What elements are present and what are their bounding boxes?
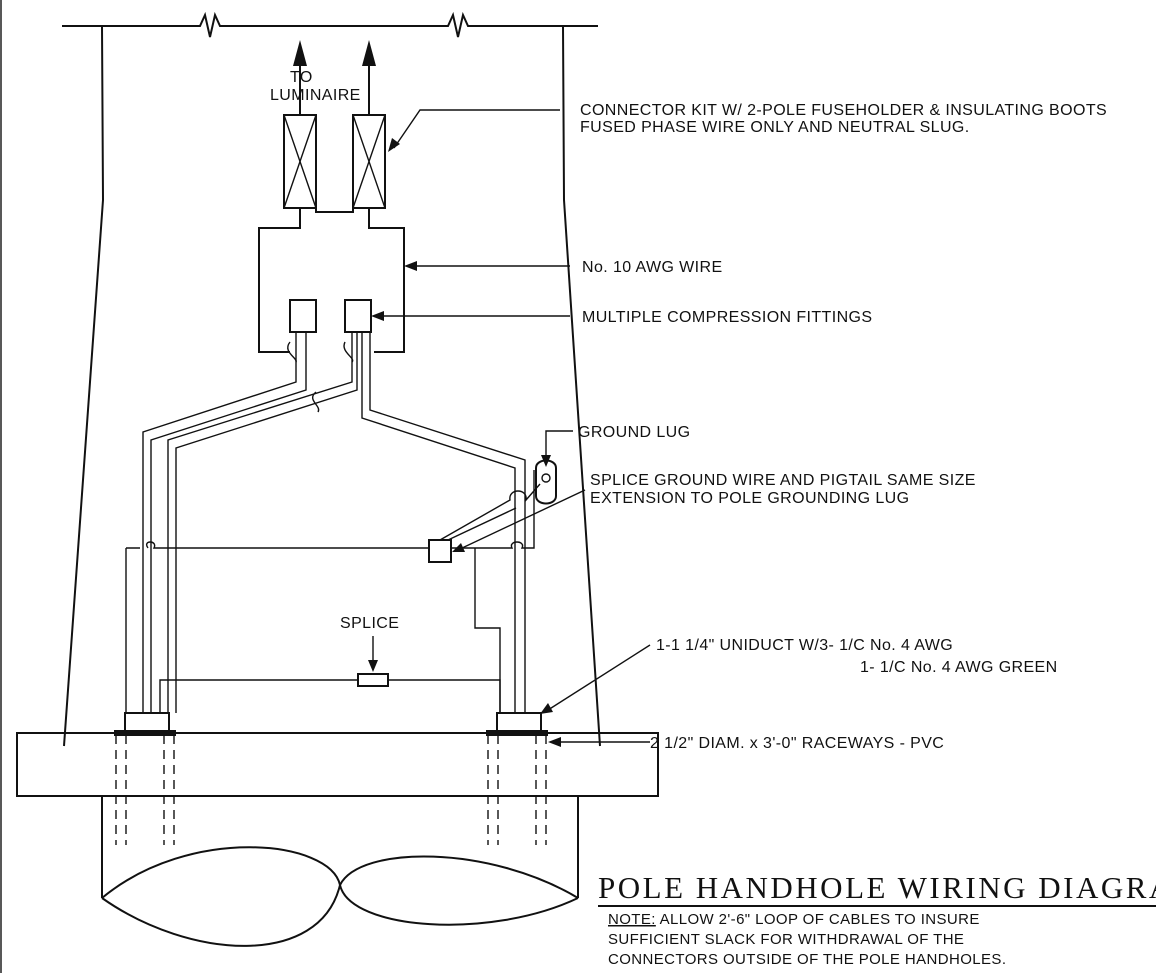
fuseholder-right [352,114,386,209]
note-prefix: NOTE: [608,911,656,928]
note-line-1: NOTE: ALLOW 2'-6" LOOP OF CABLES TO INSU… [608,911,980,928]
leader-uniduct [540,644,651,714]
ground-lug-icon [535,459,557,505]
splice-connector [357,673,389,687]
ground-splice-box [428,539,452,563]
label-to: TO [290,69,313,86]
uniduct-right-collar [486,730,548,736]
crossover-hop [311,391,320,413]
leader-splice-ground [452,489,586,552]
leader-ground-lug [541,430,573,467]
cable-cross-2 [175,332,358,713]
pole-right-side [562,25,601,747]
leader-wire [404,261,570,271]
cable-right-outer [361,332,516,713]
cable-left-outer [142,332,297,713]
label-fittings: MULTIPLE COMPRESSION FITTINGS [582,309,872,326]
top-break-line [62,11,598,38]
pole-left-side [63,25,105,747]
uniduct-left-collar [114,730,176,736]
leader-raceways [548,737,650,747]
raceway-left [115,735,175,845]
label-uniduct-1: 1-1 1/4" UNIDUCT W/3- 1/C No. 4 AWG [656,637,953,654]
arrow-down-icon [368,660,378,672]
splice-cable [159,679,501,713]
ground-lug-bolt [541,473,551,483]
label-connector-kit-1: CONNECTOR KIT W/ 2-POLE FUSEHOLDER & INS… [580,102,1107,119]
leader-fittings [371,311,570,321]
leader-connector-kit [388,109,560,152]
cable-right-jog [474,548,501,713]
cable-right-inner [369,332,526,713]
arrow-up-icon [293,40,307,66]
label-splice-ground-1: SPLICE GROUND WIRE AND PIGTAIL SAME SIZE [590,472,976,489]
ground-pigtail [439,483,541,541]
compression-fitting-left [289,299,317,333]
ground-wire-left [126,541,430,549]
ground-wire-right [452,470,535,549]
crossover-hop [287,341,297,363]
label-wire: No. 10 AWG WIRE [582,259,723,276]
uniduct-right [496,712,542,734]
note-line-3: CONNECTORS OUTSIDE OF THE POLE HANDHOLES… [608,951,1006,968]
base-plate [16,732,659,797]
label-uniduct-2: 1- 1/C No. 4 AWG GREEN [860,659,1058,676]
fuseholder-left [283,114,317,209]
compression-fitting-right [344,299,372,333]
foundation-break-bottom [101,855,579,947]
label-connector-kit-2: FUSED PHASE WIRE ONLY AND NEUTRAL SLUG. [580,119,970,136]
label-raceways: 2 1/2" DIAM. x 3'-0" RACEWAYS - PVC [650,735,944,752]
label-splice: SPLICE [340,615,399,632]
cable-cross [167,332,353,713]
raceway-right [487,735,547,845]
note-line-1-text: ALLOW 2'-6" LOOP OF CABLES TO INSURE [656,911,980,928]
ground-pigtail-2 [447,507,517,541]
awg-wire-loop [258,208,405,353]
label-luminaire: LUMINAIRE [270,87,361,104]
cable-left-inner [150,332,307,713]
label-ground-lug: GROUND LUG [578,424,690,441]
note-line-2: SUFFICIENT SLACK FOR WITHDRAWAL OF THE [608,931,964,948]
arrow-up-icon [362,40,376,66]
label-splice-ground-2: EXTENSION TO POLE GROUNDING LUG [590,490,909,507]
diagram-title: POLE HANDHOLE WIRING DIAGRA [598,870,1156,905]
uniduct-left [124,712,170,734]
